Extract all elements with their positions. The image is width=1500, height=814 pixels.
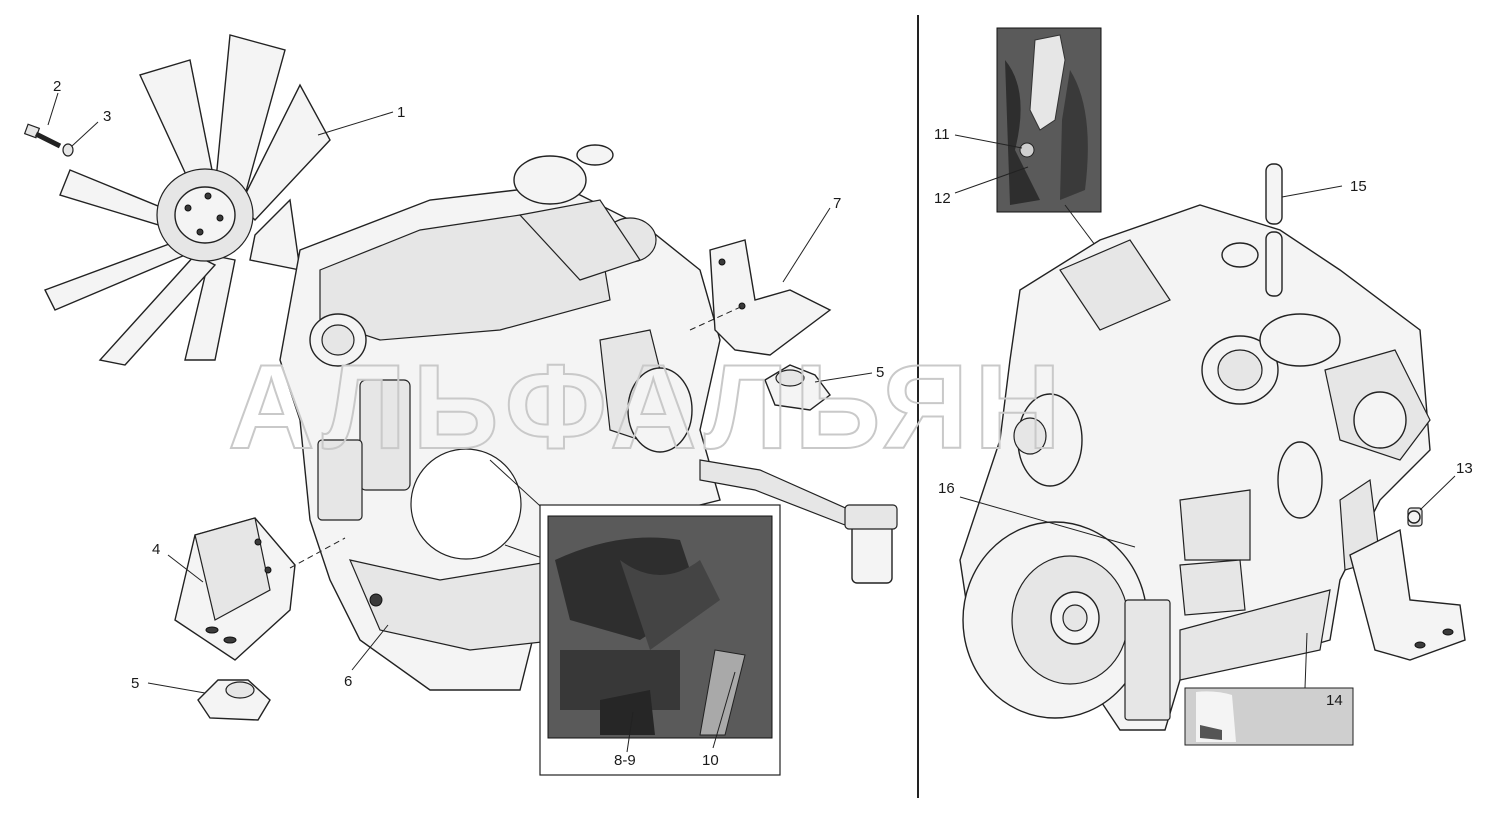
leader-12 bbox=[954, 166, 1029, 194]
callout-1: 1 bbox=[397, 104, 405, 121]
leader-3 bbox=[71, 121, 99, 147]
callout-3: 3 bbox=[103, 108, 111, 125]
leader-1 bbox=[317, 111, 394, 136]
callout-10: 10 bbox=[702, 752, 719, 769]
watermark: АЛЬФАЛЬЯН bbox=[228, 340, 1067, 474]
washer bbox=[62, 143, 74, 157]
callout-15: 15 bbox=[1350, 178, 1367, 195]
callout-12: 12 bbox=[934, 190, 951, 207]
leader-14 bbox=[1304, 632, 1308, 689]
callout-11: 11 bbox=[934, 126, 950, 143]
leader-10 bbox=[712, 671, 736, 749]
callout-5-right: 5 bbox=[876, 364, 884, 381]
leader-6 bbox=[351, 624, 389, 671]
tube bbox=[1265, 163, 1283, 297]
bolt bbox=[23, 123, 62, 149]
leader-16 bbox=[959, 496, 1136, 548]
callout-16: 16 bbox=[938, 480, 955, 497]
leader-15 bbox=[1281, 185, 1343, 198]
zoom-circle bbox=[410, 448, 522, 560]
engine-right bbox=[959, 204, 1431, 731]
leader-5b bbox=[814, 372, 873, 383]
leader-5a bbox=[147, 682, 206, 694]
fan bbox=[44, 34, 331, 366]
engine-left bbox=[279, 144, 898, 691]
leader-11 bbox=[954, 134, 1023, 149]
fitting bbox=[1407, 507, 1423, 527]
bracket-left-dash bbox=[289, 537, 346, 569]
bracket-left bbox=[174, 517, 296, 661]
bracket-right-dash bbox=[689, 304, 746, 331]
label-inset bbox=[1184, 687, 1354, 746]
callout-4: 4 bbox=[152, 541, 160, 558]
leader-89 bbox=[626, 711, 634, 753]
leader-7 bbox=[782, 207, 831, 283]
callout-7: 7 bbox=[833, 195, 841, 212]
engine-mount-right bbox=[764, 364, 831, 411]
callout-6: 6 bbox=[344, 673, 352, 690]
callout-8-9: 8-9 bbox=[614, 752, 636, 769]
callout-2: 2 bbox=[53, 78, 61, 95]
engine-mount-left bbox=[197, 679, 271, 721]
callout-5-left: 5 bbox=[131, 675, 139, 692]
bracket-rear bbox=[1349, 528, 1466, 661]
leader-13 bbox=[1419, 475, 1456, 511]
leader-4 bbox=[167, 554, 204, 583]
callout-14: 14 bbox=[1326, 692, 1343, 709]
callout-13: 13 bbox=[1456, 460, 1473, 477]
leader-2 bbox=[47, 92, 59, 126]
inset-photo-top bbox=[996, 27, 1102, 213]
bracket-right bbox=[709, 239, 832, 356]
inset-photo bbox=[547, 515, 773, 739]
